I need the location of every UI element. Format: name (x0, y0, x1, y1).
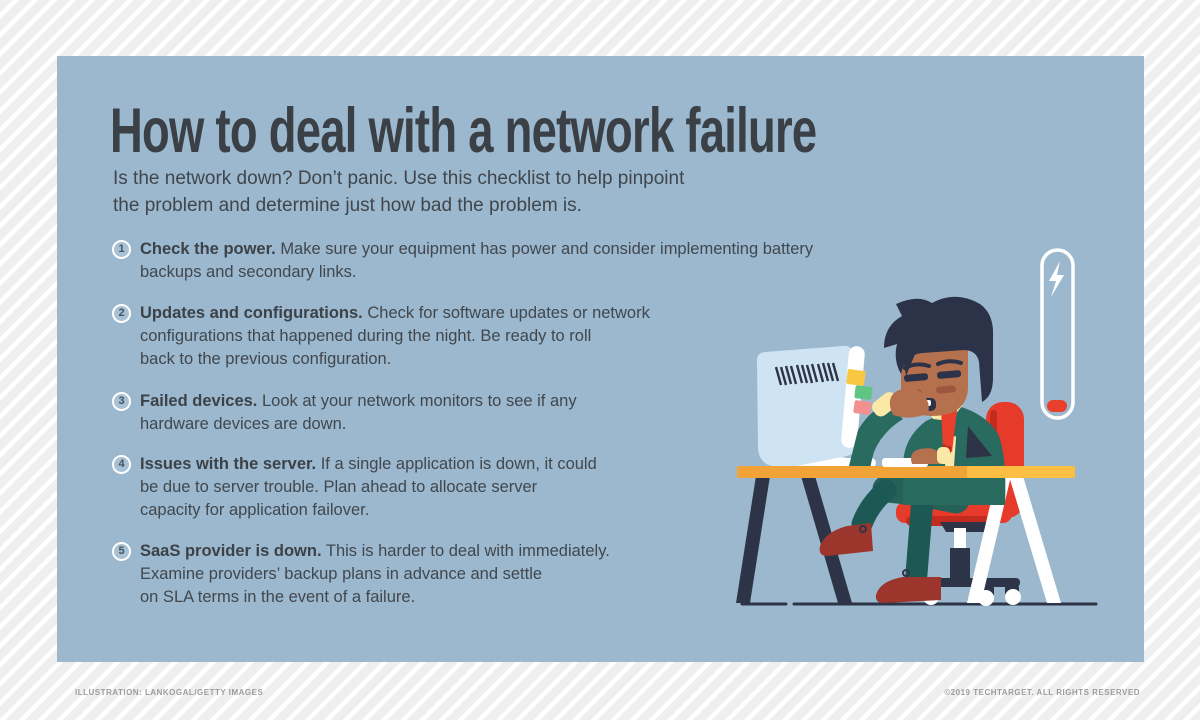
item-body: This is harder to deal with immediately. (325, 542, 610, 560)
hand-on-cheek (889, 388, 929, 418)
item-body: Check for software updates or network (367, 304, 650, 322)
checklist-item-2: 2 Updates and configurations. Check for … (112, 302, 650, 371)
tie (941, 409, 957, 452)
item-body-line: back to the previous configuration. (140, 350, 392, 368)
vent-lines (774, 362, 840, 386)
closed-eye-right (937, 370, 962, 379)
person-head (884, 296, 994, 418)
item-body-line: Examine providers’ backup plans in advan… (140, 565, 543, 583)
illustration-credit: ILLUSTRATION: LANKOGAL/GETTY IMAGES (75, 688, 264, 697)
checklist-item-5: 5 SaaS provider is down. This is harder … (112, 540, 610, 609)
item-lead: Updates and configurations. (140, 304, 363, 322)
item-lead: Failed devices. (140, 392, 258, 410)
item-body-line: be due to server trouble. Plan ahead to … (140, 478, 538, 496)
desk-top (737, 466, 1075, 478)
closed-eye-left (904, 373, 929, 382)
monitor (756, 345, 876, 469)
subtitle-line: the problem and determine just how bad t… (113, 195, 582, 216)
item-body: Make sure your equipment has power and c… (280, 240, 814, 258)
checklist-item-text: Issues with the server. If a single appl… (140, 453, 597, 522)
battery-charge-low (1047, 400, 1067, 412)
item-body: Look at your network monitors to see if … (262, 392, 577, 410)
tired-man-at-desk-illustration (736, 248, 1098, 606)
step-number-badge: 1 (112, 240, 131, 259)
checklist-item-4: 4 Issues with the server. If a single ap… (112, 453, 597, 522)
subtitle-line: Is the network down? Don’t panic. Use th… (113, 168, 685, 189)
lightning-bolt-icon (1049, 261, 1064, 297)
step-number-badge: 3 (112, 392, 131, 411)
item-lead: Issues with the server. (140, 455, 317, 473)
checklist-item-text: Check the power. Make sure your equipmen… (140, 238, 813, 284)
checklist-item-3: 3 Failed devices. Look at your network m… (112, 390, 577, 436)
hair (884, 296, 994, 402)
item-body-line: on SLA terms in the event of a failure. (140, 588, 416, 606)
step-number-badge: 4 (112, 455, 131, 474)
desk-legs-right (967, 476, 1061, 603)
copyright-notice: ©2019 TECHTARGET. ALL RIGHTS RESERVED (944, 688, 1140, 697)
step-number-badge: 5 (112, 542, 131, 561)
checklist-item-text: Updates and configurations. Check for so… (140, 302, 650, 371)
step-number-badge: 2 (112, 304, 131, 323)
hand-on-desk (882, 447, 950, 467)
item-body-line: backups and secondary links. (140, 263, 357, 281)
checklist-item-text: SaaS provider is down. This is harder to… (140, 540, 610, 609)
item-lead: SaaS provider is down. (140, 542, 322, 560)
item-body-line: configurations that happened during the … (140, 327, 592, 345)
sticky-notes (846, 369, 873, 415)
checklist-item-1: 1 Check the power. Make sure your equipm… (112, 238, 813, 284)
page-title: How to deal with a network failure (110, 96, 817, 166)
item-body: If a single application is down, it coul… (320, 455, 597, 473)
item-body-line: capacity for application failover. (140, 501, 370, 519)
checklist-item-text: Failed devices. Look at your network mon… (140, 390, 577, 436)
item-lead: Check the power. (140, 240, 276, 258)
battery-indicator (1040, 248, 1075, 420)
item-body-line: hardware devices are down. (140, 415, 347, 433)
page-subtitle: Is the network down? Don’t panic. Use th… (113, 165, 684, 219)
